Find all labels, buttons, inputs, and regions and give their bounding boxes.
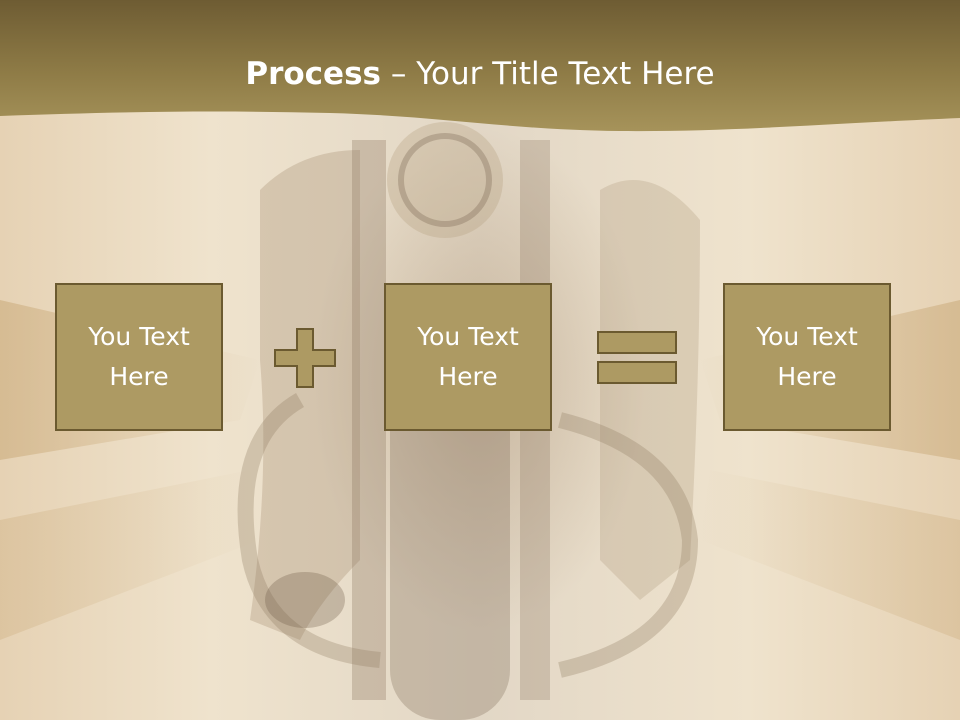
process-box-1-label: You Text Here — [88, 322, 190, 391]
process-box-2[interactable]: You Text Here — [384, 283, 552, 431]
equals-icon — [597, 331, 677, 384]
plus-icon — [274, 328, 336, 388]
title-rest: – Your Title Text Here — [381, 56, 715, 92]
process-box-3[interactable]: You Text Here — [723, 283, 891, 431]
process-box-3-label: You Text Here — [756, 322, 858, 391]
title-bold: Process — [245, 56, 381, 92]
process-box-2-label: You Text Here — [417, 322, 519, 391]
slide-title: Process – Your Title Text Here — [0, 52, 960, 96]
header-banner — [0, 0, 960, 132]
process-box-1[interactable]: You Text Here — [55, 283, 223, 431]
